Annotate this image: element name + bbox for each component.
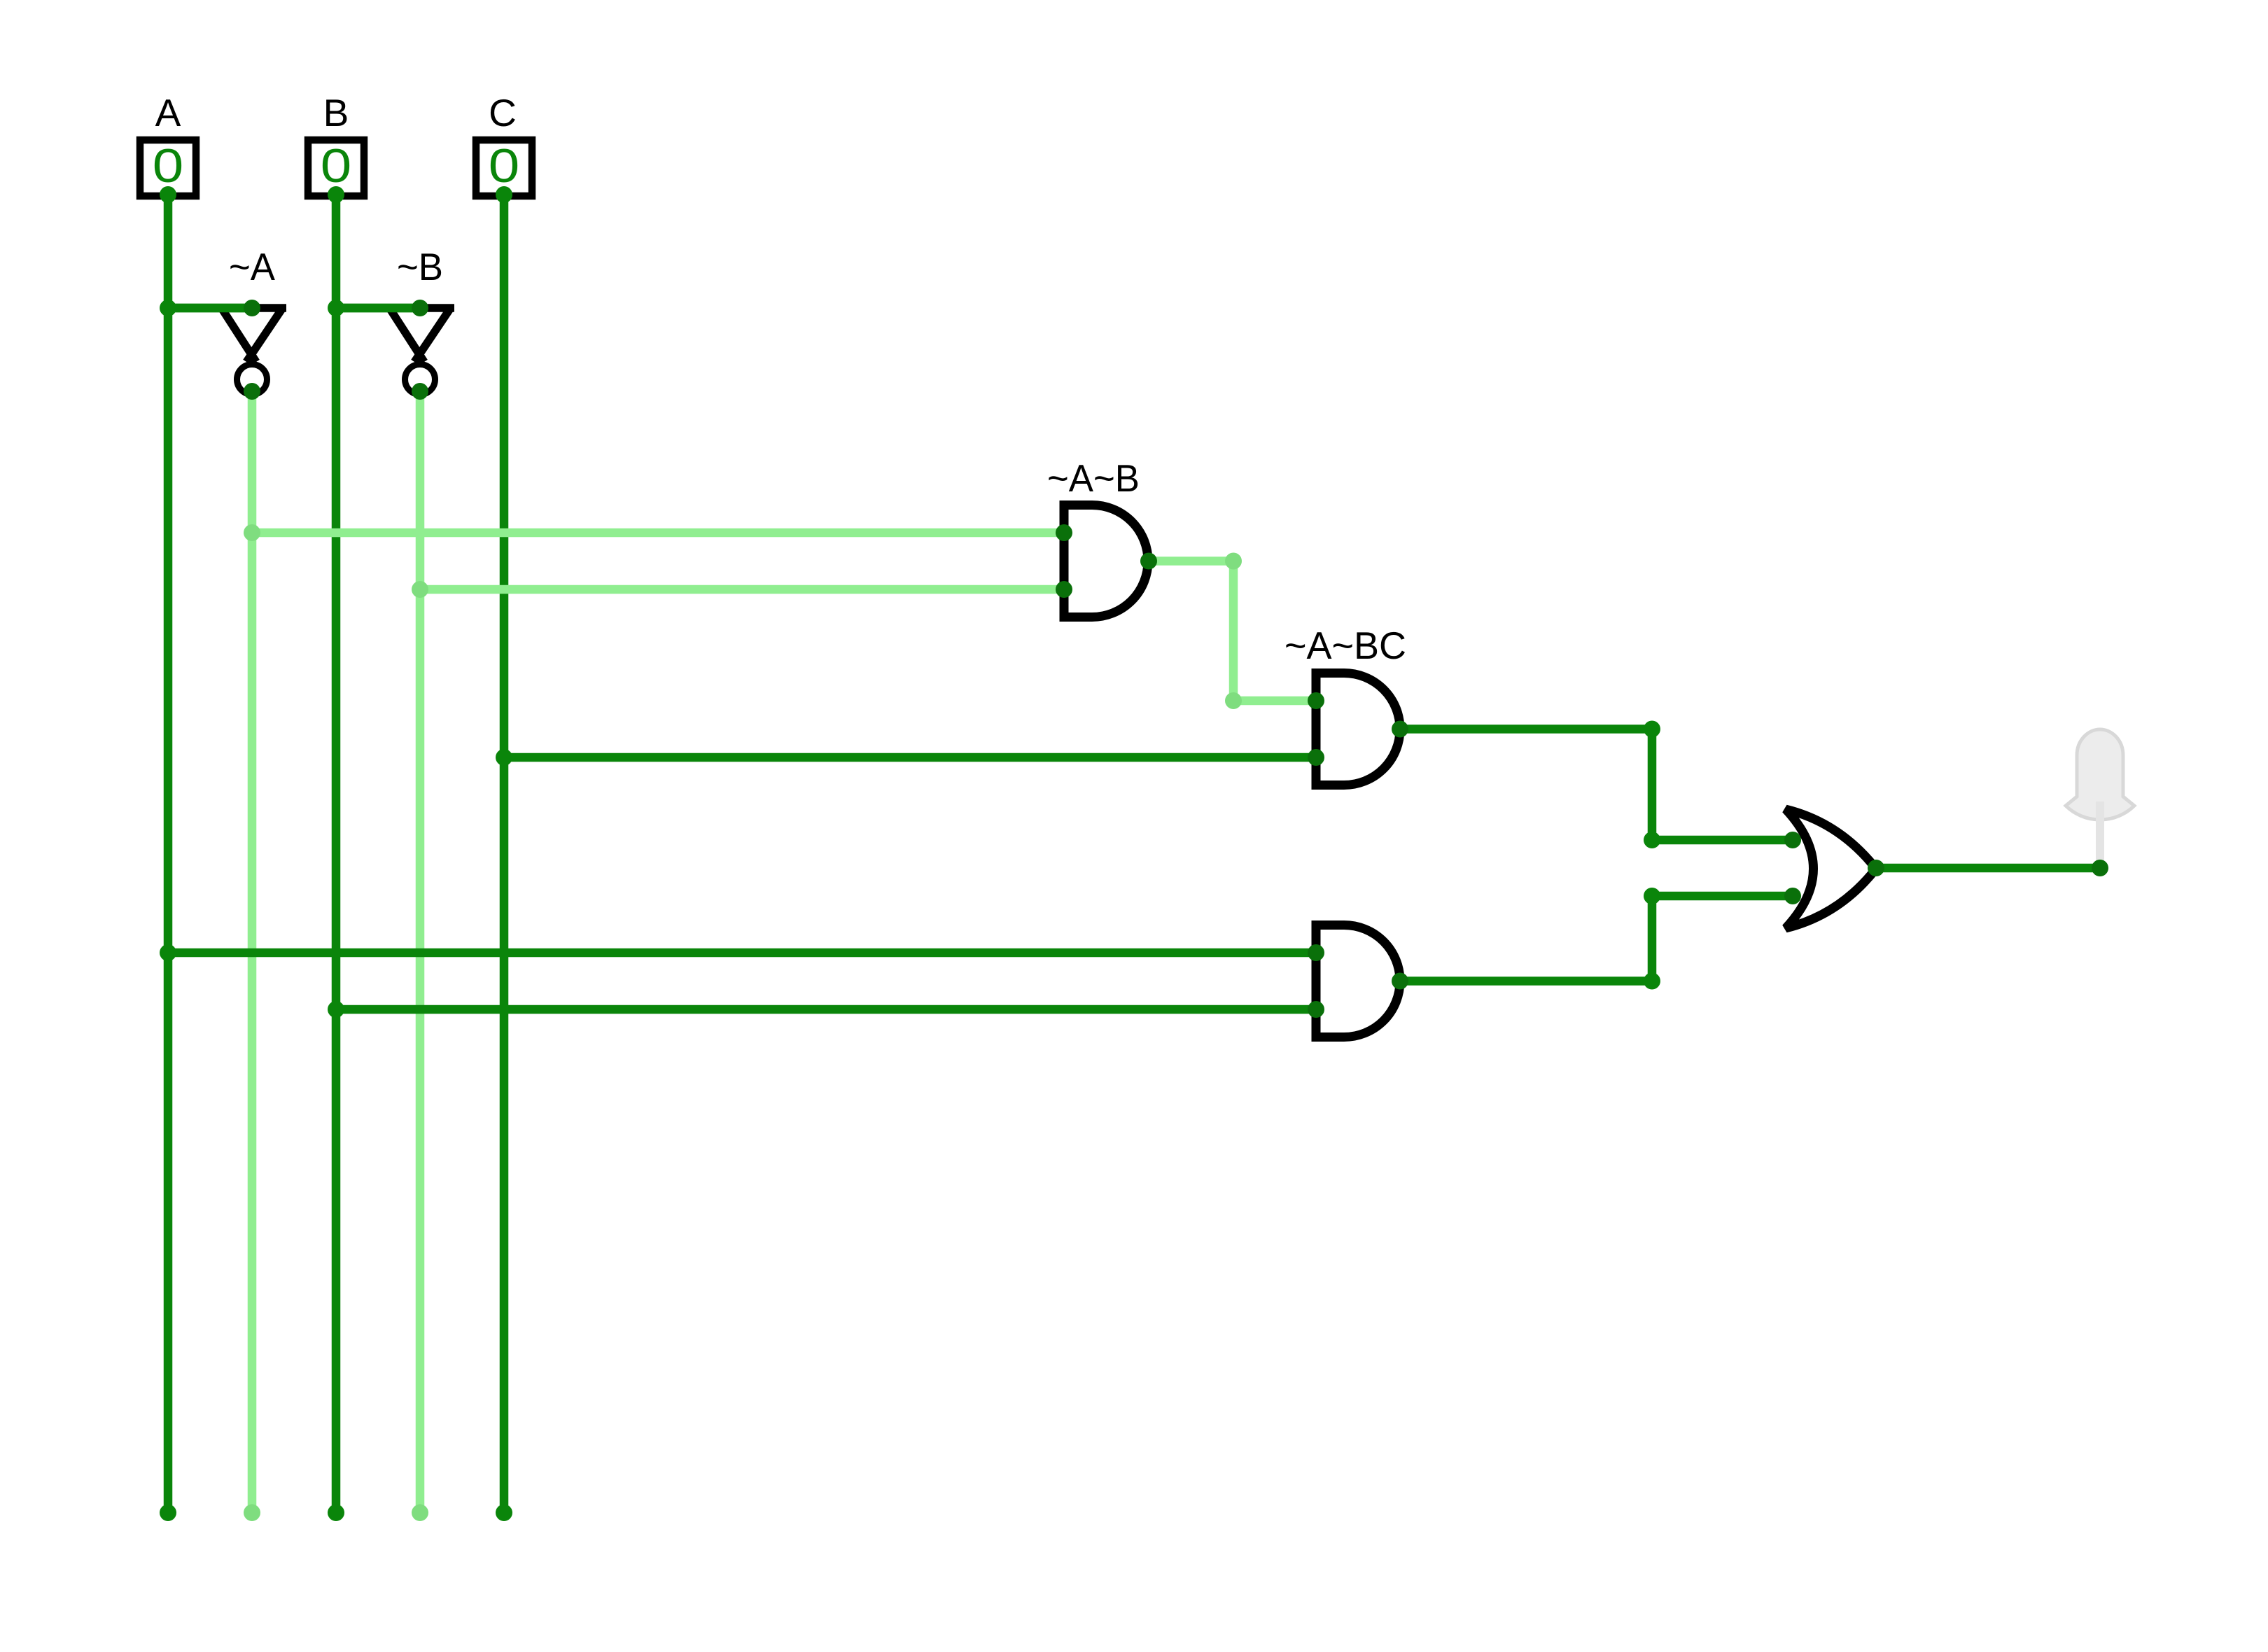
svg-text:0: 0	[489, 139, 520, 192]
svg-text:~A~BC: ~A~BC	[1284, 624, 1406, 667]
svg-text:~B: ~B	[397, 245, 443, 288]
svg-text:B: B	[323, 91, 349, 134]
svg-text:A: A	[155, 91, 181, 134]
svg-text:C: C	[489, 91, 517, 134]
svg-text:0: 0	[321, 139, 352, 192]
svg-text:~A~B: ~A~B	[1047, 456, 1140, 500]
svg-text:0: 0	[153, 139, 184, 192]
svg-text:~A: ~A	[229, 245, 275, 288]
